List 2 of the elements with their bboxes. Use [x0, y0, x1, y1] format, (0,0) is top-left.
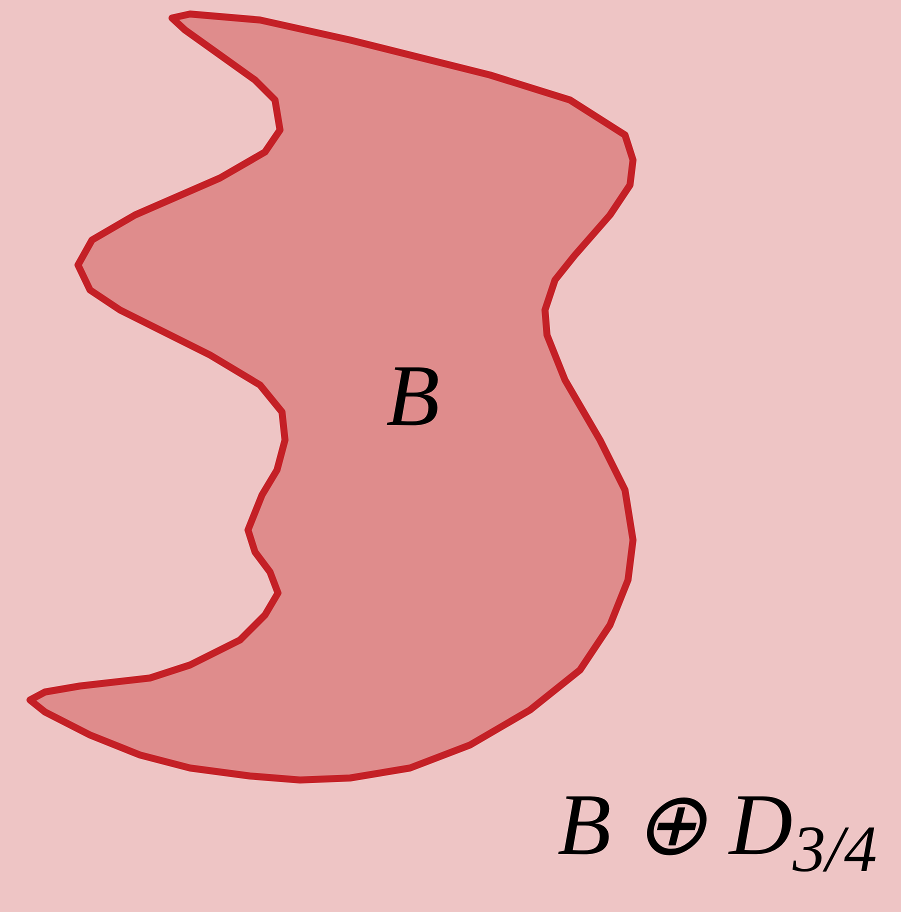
set-label: B ⊕ D$_{3/4}$: [557, 782, 877, 870]
set-label: B: [386, 353, 440, 441]
